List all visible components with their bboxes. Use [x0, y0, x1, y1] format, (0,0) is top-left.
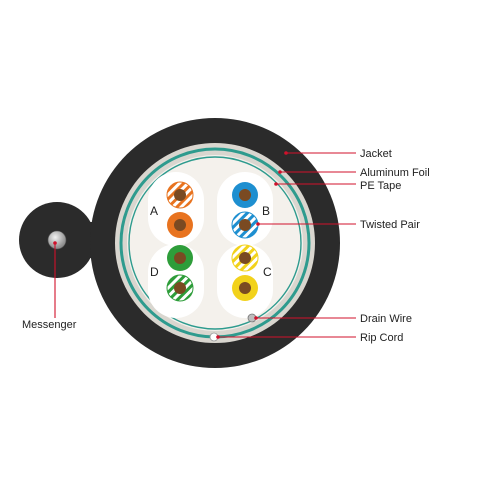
copper-core	[239, 282, 251, 294]
leader-dot	[274, 182, 278, 186]
leader-dot	[256, 222, 260, 226]
main-cable: A B D C	[90, 118, 340, 368]
copper-core	[174, 282, 186, 294]
leader-dot	[216, 335, 220, 339]
leader-dot	[53, 241, 57, 245]
label-messenger: Messenger	[22, 319, 77, 331]
pair-b: B	[217, 172, 273, 246]
leader-dot	[284, 151, 288, 155]
leader-lines	[53, 151, 356, 339]
labels: Jacket Aluminum Foil PE Tape Twisted Pai…	[22, 148, 430, 344]
inner-tape-ring	[128, 156, 302, 330]
copper-core	[239, 189, 251, 201]
label-aluminum-foil: Aluminum Foil	[360, 167, 430, 179]
leader-dot	[278, 170, 282, 174]
pair-letter: A	[150, 204, 158, 218]
pair-letter: C	[263, 265, 272, 279]
label-pe-tape: PE Tape	[360, 180, 401, 192]
pair-holder	[217, 172, 273, 246]
copper-core	[174, 252, 186, 264]
leader-dot	[254, 316, 258, 320]
label-drain-wire: Drain Wire	[360, 313, 412, 325]
copper-core	[174, 189, 186, 201]
pair-d: D	[148, 244, 204, 318]
pair-a: A	[148, 172, 204, 246]
copper-core	[174, 219, 186, 231]
messenger-core	[47, 230, 67, 250]
pair-letter: D	[150, 265, 159, 279]
label-jacket: Jacket	[360, 148, 392, 160]
pair-c: C	[217, 244, 273, 318]
copper-core	[239, 219, 251, 231]
pair-letter: B	[262, 204, 270, 218]
label-twisted-pair: Twisted Pair	[360, 219, 420, 231]
label-rip-cord: Rip Cord	[360, 332, 403, 344]
copper-core	[239, 252, 251, 264]
